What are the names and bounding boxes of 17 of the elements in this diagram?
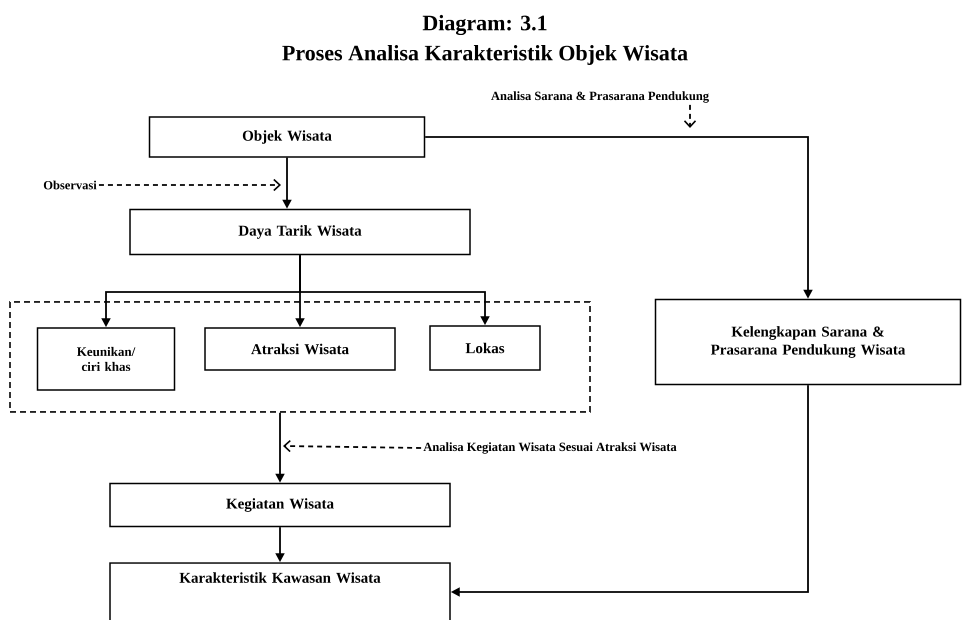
annotation-text: Analisa Kegiatan Wisata Sesuai Atraksi Wisata bbox=[423, 442, 676, 454]
group-box bbox=[9, 301, 591, 413]
process-box: Kelengkapan Sarana & Prasarana Pendukung Wisata bbox=[654, 298, 962, 386]
process-box: Lokas bbox=[429, 325, 541, 371]
process-box: Daya Tarik Wisata bbox=[129, 208, 471, 256]
process-box: Kegiatan Wisata bbox=[109, 482, 451, 528]
annotation-text: Analisa Sarana & Prasarana Pendukung bbox=[491, 91, 709, 103]
process-box: Atraksi Wisata bbox=[204, 327, 396, 371]
process-box: Keunikan/ ciri khas bbox=[36, 327, 176, 391]
annotation-text: Observasi bbox=[44, 180, 97, 190]
dashed-arrow bbox=[98, 178, 281, 192]
dashed-arrow bbox=[684, 104, 696, 128]
dashed-arrow bbox=[283, 440, 422, 452]
process-box: Karakteristik Kawasan Wisata bbox=[109, 562, 451, 620]
subtitle: Proses Analisa Karakteristik Objek Wisata bbox=[282, 45, 688, 65]
process-box: Objek Wisata bbox=[148, 116, 426, 158]
title: Diagram: 3.1 bbox=[422, 14, 546, 36]
